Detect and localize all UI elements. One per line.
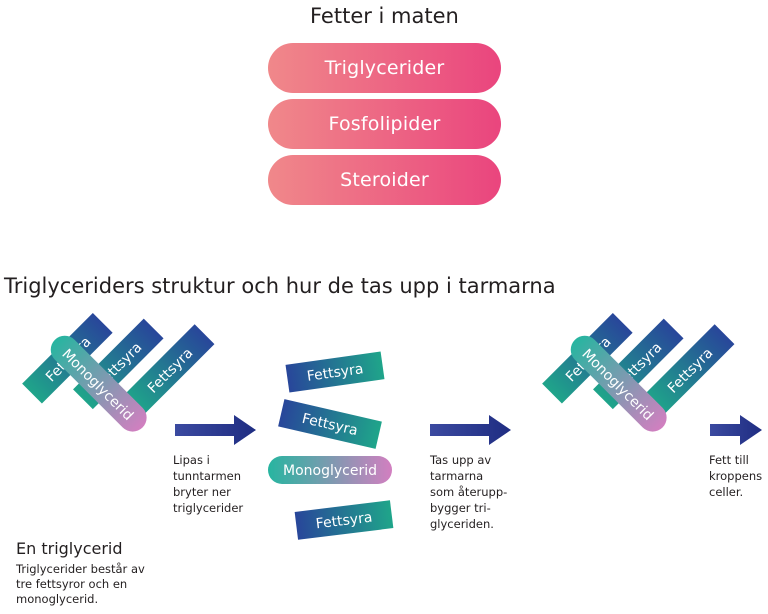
arrow-3 bbox=[710, 415, 762, 445]
triglyceride-molecule-2: Fettsyra Fettsyra Fettsyra bbox=[542, 312, 735, 415]
pill-fosfolipider: Fosfolipider bbox=[268, 99, 501, 149]
monoglycerid-free: Monoglycerid bbox=[268, 456, 392, 484]
pill-label: Steroider bbox=[340, 169, 429, 191]
arrow-1 bbox=[175, 415, 256, 445]
page-title: Fetter i maten bbox=[310, 4, 459, 28]
backbone-label: Monoglycerid bbox=[283, 463, 377, 479]
arrow-2 bbox=[430, 415, 511, 445]
chain-label: Fettsyra bbox=[315, 510, 373, 533]
pill-label: Fosfolipider bbox=[328, 113, 441, 135]
step-lipase-text: Lipas i tunntarmen bryter ner triglyceri… bbox=[173, 453, 244, 515]
chain-label: Fettsyra bbox=[306, 361, 364, 385]
fatty-acid-free-3: Fettsyra bbox=[294, 500, 394, 540]
section-title: Triglyceriders struktur och hur de tas u… bbox=[4, 274, 556, 298]
step-absorb-text: Tas upp av tarmarna som återupp- bygger … bbox=[430, 453, 508, 531]
step-cells-text: Fett till kroppens celler. bbox=[709, 453, 763, 499]
fatty-acid-free-1: Fettsyra bbox=[285, 351, 385, 393]
legend-text: Triglycerider består av tre fettsyror oc… bbox=[16, 562, 145, 606]
pill-steroider: Steroider bbox=[268, 155, 501, 205]
pill-triglycerider: Triglycerider bbox=[268, 43, 501, 93]
pill-label: Triglycerider bbox=[324, 57, 445, 79]
legend-heading: En triglycerid bbox=[16, 539, 123, 558]
fatty-acid-free-2: Fettsyra bbox=[278, 399, 382, 449]
